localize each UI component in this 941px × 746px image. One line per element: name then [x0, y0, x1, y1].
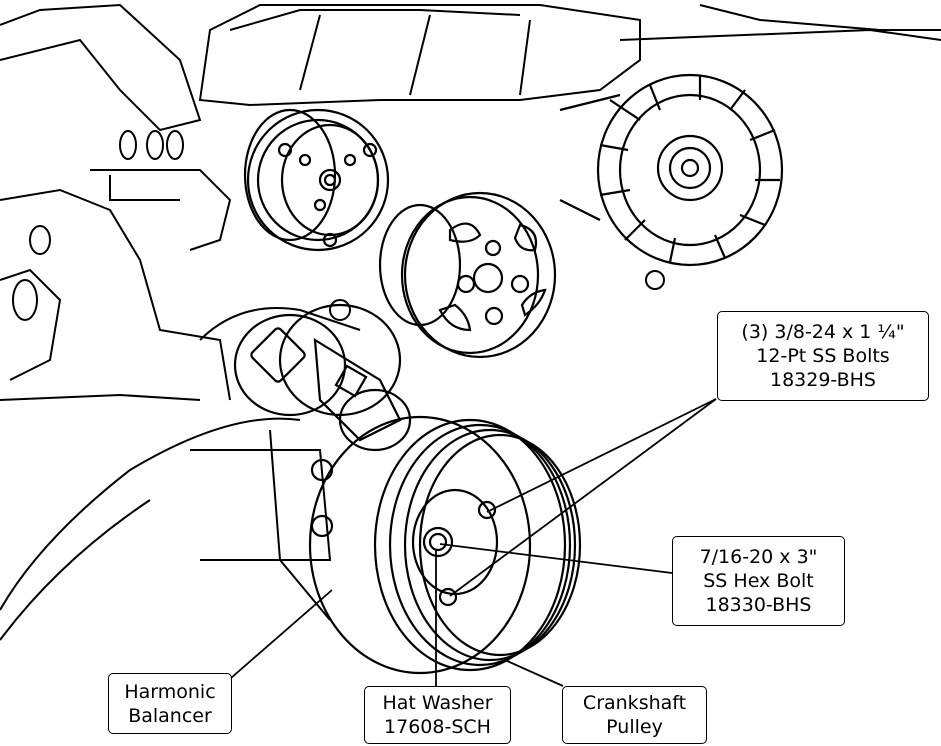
- callout-hat-washer: Hat Washer 17608-SCH: [364, 686, 511, 744]
- callout-crankshaft-line2: Pulley: [606, 716, 663, 738]
- leader-line-crankshaft-pulley: [504, 659, 564, 687]
- callout-hex-bolt-line3: 18330-BHS: [705, 594, 812, 616]
- leader-line-harmonic-balancer: [230, 589, 333, 679]
- alternator-drawing: [559, 73, 784, 267]
- callout-harmonic-balancer: Harmonic Balancer: [108, 673, 232, 734]
- callout-bolts-3-8: (3) 3/8-24 x 1 ¼" 12-Pt SS Bolts 18329-B…: [717, 311, 929, 401]
- tensioner-drawing: [233, 303, 412, 452]
- callout-crankshaft-line1: Crankshaft: [582, 692, 687, 714]
- callout-harmonic-line1: Harmonic: [124, 680, 216, 703]
- leader-line-bolts-lower: [449, 398, 717, 597]
- callout-hex-bolt-line2: SS Hex Bolt: [703, 570, 814, 592]
- ac-compressor-drawing: [243, 108, 390, 252]
- callout-hex-bolt-line1: 7/16-20 x 3": [699, 546, 818, 568]
- water-pump-pulley-drawing: [378, 191, 557, 359]
- callout-harmonic-line2: Balancer: [128, 704, 212, 727]
- fittings-drawing: [119, 130, 665, 321]
- callout-bolts-line2: 12-Pt SS Bolts: [756, 345, 890, 367]
- callout-crankshaft-pulley: Crankshaft Pulley: [562, 686, 707, 744]
- leader-lines: [230, 398, 717, 687]
- leader-line-bolts-upper: [486, 398, 717, 513]
- callout-hex-bolt: 7/16-20 x 3" SS Hex Bolt 18330-BHS: [672, 536, 845, 626]
- callout-hat-washer-line1: Hat Washer: [382, 692, 493, 714]
- valve-cover-drawing: [0, 3, 941, 132]
- callout-bolts-line1: (3) 3/8-24 x 1 ¼": [741, 321, 905, 343]
- crankshaft-pulley-drawing: [308, 415, 582, 675]
- engine-block-drawing: [0, 169, 361, 641]
- callout-hat-washer-line2: 17608-SCH: [384, 716, 491, 738]
- leader-line-hex-bolt: [439, 543, 673, 574]
- callout-bolts-line3: 18329-BHS: [769, 369, 876, 391]
